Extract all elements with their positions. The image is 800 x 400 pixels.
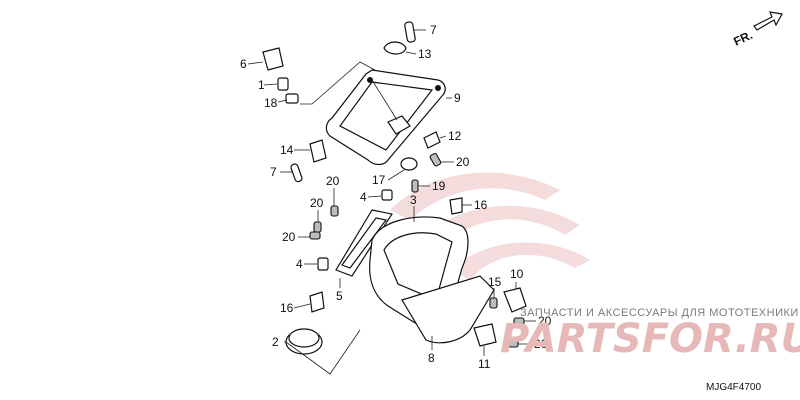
callout-13: 13 [418, 47, 432, 61]
part-12-bracket: 12 [423, 129, 462, 149]
callout-16-upper: 16 [474, 198, 488, 212]
part-18-pin: 18 [264, 61, 376, 110]
part-5-hinge: 5 [335, 209, 393, 303]
callout-2: 2 [272, 335, 279, 349]
part-11-latch: 11 [473, 323, 497, 371]
callout-4-lower: 4 [296, 257, 303, 271]
part-2-plug: 2 [272, 328, 361, 375]
callout-18: 18 [264, 96, 278, 110]
callout-16-lower: 16 [280, 301, 294, 315]
part-20-bolt-a: 20 [429, 152, 470, 169]
direction-label: FR. [731, 28, 754, 49]
part-9-lid: 9 [325, 69, 461, 166]
part-13-spring: 13 [383, 41, 432, 61]
part-1-spring: 1 [258, 77, 289, 92]
part-15-screw: 15 [488, 275, 502, 309]
diagram-code: MJG4F4700 [706, 382, 761, 393]
callout-20-c: 20 [310, 196, 324, 210]
part-7-dowel-lower: 7 [270, 163, 303, 183]
watermark-emblem [390, 172, 590, 280]
callout-15: 15 [488, 275, 502, 289]
callout-1: 1 [258, 78, 265, 92]
part-20-bolt-e: 20 [513, 314, 552, 328]
callout-14: 14 [280, 143, 294, 157]
callout-20-e: 20 [538, 314, 552, 328]
callout-4-upper: 4 [360, 190, 367, 204]
part-16-clip-upper: 16 [449, 197, 488, 215]
part-8-cover: 8 [401, 275, 495, 365]
part-6-cap: 6 [240, 47, 284, 71]
callout-20-d: 20 [282, 230, 296, 244]
part-10-bracket: 10 [503, 267, 527, 313]
callout-3: 3 [410, 193, 417, 207]
callout-12: 12 [448, 129, 462, 143]
callout-20-a: 20 [456, 155, 470, 169]
watermark: ЗАПЧАСТИ И АКСЕССУАРЫ ДЛЯ МОТОТЕХНИКИ PA… [500, 307, 800, 362]
part-20-bolt-c: 20 [310, 196, 324, 233]
part-20-bolt-f: 20 [507, 337, 548, 351]
callout-5: 5 [336, 289, 343, 303]
part-16-clip-lower: 16 [280, 291, 325, 315]
part-4-collar-lower: 4 [296, 257, 329, 271]
part-4-collar-upper: 4 [360, 189, 393, 204]
callout-7-top: 7 [430, 23, 437, 37]
part-7-dowel-top: 7 [404, 21, 437, 43]
part-17-grommet: 17 [372, 157, 418, 187]
callout-11: 11 [478, 357, 491, 371]
callout-7-lower: 7 [270, 165, 277, 179]
callout-19: 19 [432, 179, 446, 193]
callout-8: 8 [428, 351, 435, 365]
callout-17: 17 [372, 173, 386, 187]
callout-20-f: 20 [534, 337, 548, 351]
part-20-bolt-b: 20 [326, 174, 340, 217]
callout-20-b: 20 [326, 174, 340, 188]
part-19-screw: 19 [411, 179, 446, 193]
callout-9: 9 [454, 91, 461, 105]
watermark-logo: PARTSFOR.RU [500, 316, 800, 362]
callout-6: 6 [240, 57, 247, 71]
part-14-damper: 14 [280, 139, 327, 163]
front-direction-indicator: FR. [731, 11, 783, 49]
arrow-icon [753, 11, 783, 31]
watermark-tagline: ЗАПЧАСТИ И АКСЕССУАРЫ ДЛЯ МОТОТЕХНИКИ [520, 307, 799, 319]
callout-10: 10 [510, 267, 524, 281]
part-20-bolt-d: 20 [282, 230, 321, 244]
